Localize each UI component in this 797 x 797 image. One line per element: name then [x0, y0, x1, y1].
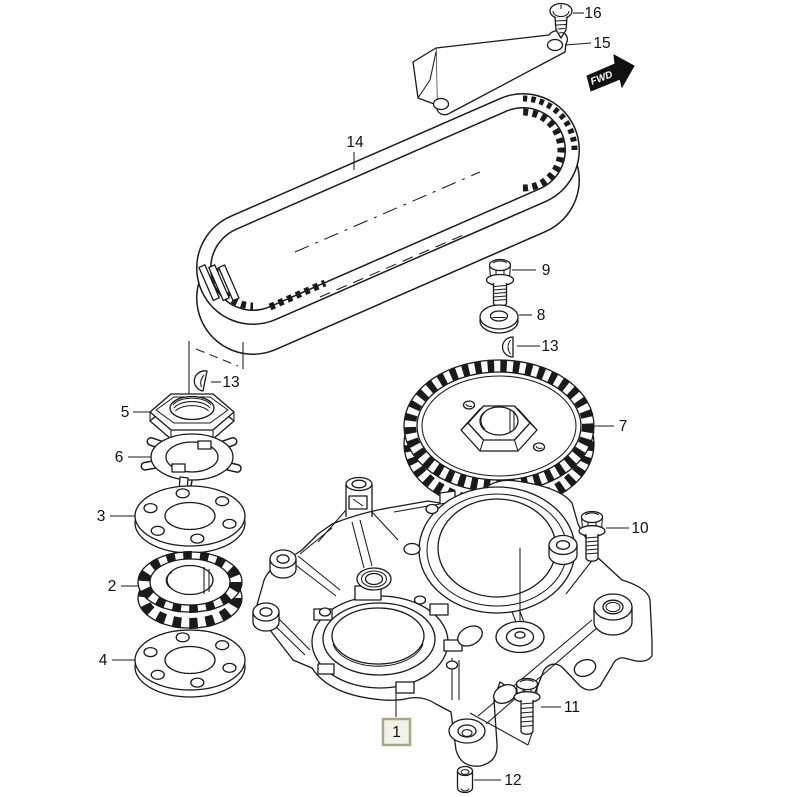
part-belt-cover [252, 476, 653, 767]
part-crank-sprocket [137, 551, 243, 629]
part-washer-8 [479, 304, 519, 334]
callout-1[interactable]: 1 [392, 724, 401, 741]
part-bolt-10 [578, 510, 606, 562]
callout-3: 3 [97, 508, 106, 525]
part-plate-3 [134, 485, 246, 554]
callout-14: 14 [346, 134, 364, 151]
part-timing-belt [196, 93, 580, 355]
callout-2: 2 [108, 578, 117, 595]
callout-16: 16 [584, 5, 601, 22]
part-bolt-11 [513, 677, 541, 735]
callout-13-left: 13 [222, 374, 239, 391]
callout-11: 11 [564, 699, 580, 716]
callout-9: 9 [542, 262, 551, 279]
callout-13-right: 13 [541, 338, 558, 355]
belt-tooth-bars [198, 264, 240, 302]
callout-leaders [110, 12, 629, 781]
part-lock-washer [140, 433, 242, 493]
callout-6: 6 [115, 449, 124, 466]
part-bracket [412, 30, 569, 116]
part-key-13-right [501, 336, 514, 358]
callout-12: 12 [504, 772, 521, 789]
part-screw [549, 2, 573, 39]
highlight-box[interactable] [381, 717, 412, 747]
alignment-lines-left [188, 341, 244, 394]
part-nut [149, 393, 235, 440]
part-key-13-left [193, 370, 208, 392]
part-bolt-9 [485, 258, 515, 308]
callout-labels: 16 15 14 9 8 13 7 13 5 6 3 2 4 10 11 12 [97, 5, 649, 789]
callout-15: 15 [593, 35, 610, 52]
fwd-arrow: FWD [586, 54, 635, 92]
highlighted-callout-1[interactable]: 1 [381, 717, 412, 747]
callout-7: 7 [619, 418, 628, 435]
callout-10: 10 [631, 520, 649, 537]
callout-4: 4 [99, 652, 108, 669]
part-dowel-pin [456, 765, 474, 794]
callout-8: 8 [537, 307, 546, 324]
pointer-lines [469, 557, 595, 746]
callout-5: 5 [121, 404, 130, 421]
part-plate-4 [134, 629, 246, 698]
